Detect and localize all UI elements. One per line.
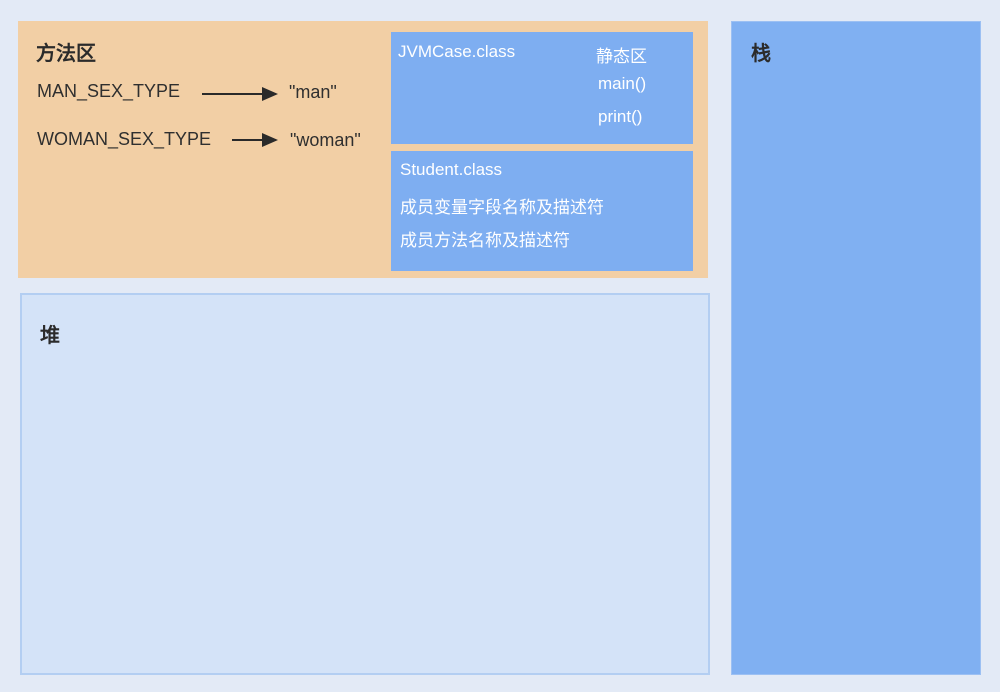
arrow-right-icon <box>232 133 278 147</box>
method-main: main() <box>598 74 647 93</box>
constant-name-woman: WOMAN_SEX_TYPE <box>37 129 212 149</box>
jvmcase-class-box: JVMCase.class 静态区 main() print() <box>391 32 693 144</box>
method-print: print() <box>598 107 643 126</box>
student-class-box: Student.class 成员变量字段名称及描述符 成员方法名称及描述符 <box>391 151 693 271</box>
student-fields-desc: 成员变量字段名称及描述符 <box>400 198 604 217</box>
method-area-title: 方法区 <box>36 41 96 65</box>
stack-area: 栈 <box>731 21 981 675</box>
stack-title: 栈 <box>751 41 771 65</box>
student-class-name: Student.class <box>400 160 503 179</box>
arrow-right-icon <box>202 87 278 101</box>
jvmcase-class-name: JVMCase.class <box>398 42 516 61</box>
static-area-label: 静态区 <box>596 47 647 66</box>
heap-title: 堆 <box>40 323 60 347</box>
method-area: 方法区 MAN_SEX_TYPE "man" WOMAN_SEX_TYPE "w… <box>18 21 708 278</box>
heap-area: 堆 <box>20 293 710 675</box>
student-methods-desc: 成员方法名称及描述符 <box>400 231 570 250</box>
constant-name-man: MAN_SEX_TYPE <box>37 81 181 101</box>
constant-value-man: "man" <box>289 82 337 102</box>
constant-value-woman: "woman" <box>290 130 361 150</box>
